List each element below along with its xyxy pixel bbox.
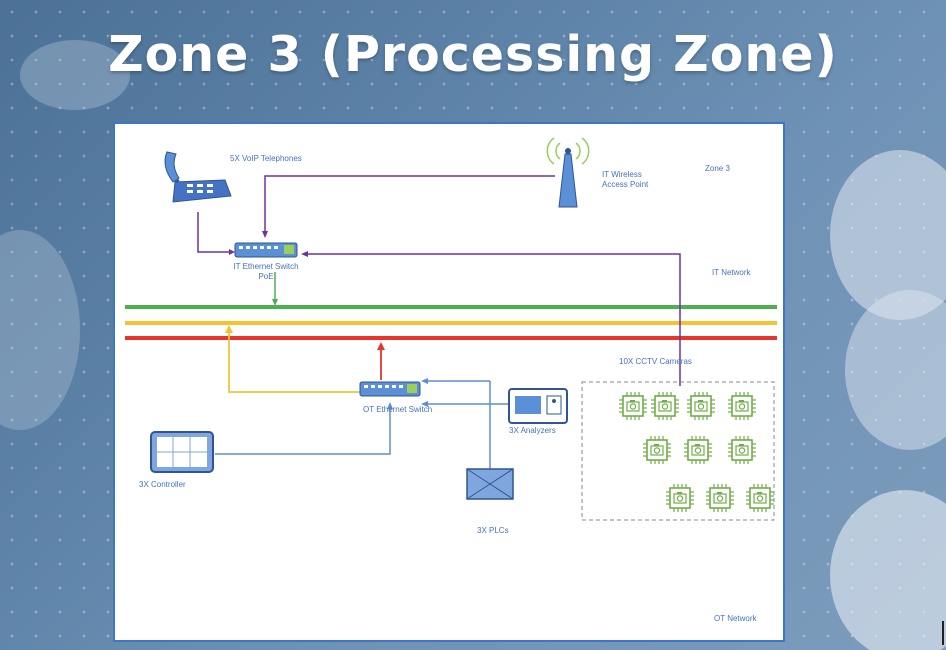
background-pipe-shape	[830, 150, 946, 320]
it-network-label: IT Network	[712, 268, 751, 277]
ot-switch-label: OT Ethernet Switch	[363, 405, 433, 414]
voip-label: 5X VoIP Telephones	[230, 154, 302, 163]
controller-icon	[150, 431, 214, 473]
cctv-camera-icon	[728, 436, 756, 464]
it-switch-icon	[234, 242, 298, 258]
background-pipe-shape	[20, 40, 130, 110]
wap-label: IT Wireless Access Point	[602, 170, 649, 189]
ot-switch-to-yellow-network-link	[228, 329, 360, 393]
network-diagram: 5X VoIP Telephones IT Wireless Access Po…	[113, 122, 785, 642]
text-cursor	[942, 621, 944, 645]
slide-title: Zone 3 (Processing Zone)	[108, 26, 838, 83]
background-pipe-shape	[830, 490, 946, 650]
ot-network-label: OT Network	[714, 614, 757, 623]
background-pipe-shape	[845, 290, 946, 450]
ot-switch-icon	[359, 381, 421, 397]
cctv-camera-icon	[706, 484, 734, 512]
controller-label: 3X Controller	[139, 480, 186, 489]
arrowhead	[225, 325, 233, 333]
cctv-camera-icon	[728, 392, 756, 420]
arrowhead	[421, 378, 428, 384]
arrowhead	[421, 401, 428, 407]
controller-to-ot-switch-link	[215, 406, 391, 455]
cctv-camera-group	[581, 381, 775, 521]
arrowhead	[272, 299, 278, 306]
cctv-camera-icon	[666, 484, 694, 512]
cctv-camera-icon	[643, 436, 671, 464]
wap-to-it-switch-link	[264, 175, 555, 234]
cctv-to-it-switch-link	[305, 253, 681, 386]
it-switch-label: IT Ethernet Switch PoE	[233, 262, 299, 281]
cctv-camera-icon	[619, 392, 647, 420]
plc-icon	[466, 468, 514, 500]
analyzers-label: 3X Analyzers	[509, 426, 556, 435]
arrowhead	[262, 231, 268, 238]
cctv-camera-icon	[684, 436, 712, 464]
wireless-access-point-icon	[546, 137, 590, 208]
plcs-label: 3X PLCs	[477, 526, 509, 535]
analyzers-to-ot-switch-link	[489, 381, 510, 405]
analyzer-icon	[508, 388, 568, 424]
arrowhead	[229, 249, 235, 255]
cctv-cameras	[619, 392, 774, 512]
arrowhead	[377, 342, 385, 350]
plcs-to-ot-switch-link	[425, 403, 491, 469]
cctv-camera-icon	[746, 484, 774, 512]
zone-label: Zone 3	[705, 164, 730, 173]
cctv-camera-icon	[687, 392, 715, 420]
voip-phone-icon	[164, 151, 232, 203]
cctv-camera-icon	[651, 392, 679, 420]
arrowhead	[387, 402, 393, 409]
voip-to-it-switch-link	[197, 212, 233, 253]
cctv-label: 10X CCTV Cameras	[619, 357, 692, 366]
diagram-canvas	[125, 137, 777, 521]
arrowhead	[301, 251, 308, 257]
